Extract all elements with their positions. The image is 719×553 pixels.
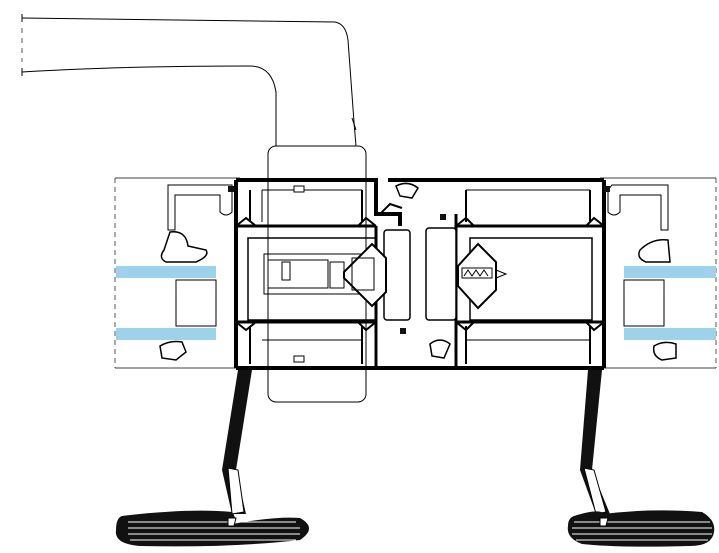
right-floor-pull-handle	[567, 370, 715, 547]
left-spacer-block	[175, 279, 217, 327]
right-glazing-unit	[600, 177, 717, 369]
right-glass-pane-bottom	[624, 328, 716, 340]
door-handle-lever	[21, 14, 357, 147]
center-lock-mechanism	[343, 227, 508, 321]
frame-fasteners	[228, 186, 610, 334]
left-glazing-unit	[114, 177, 240, 369]
right-spacer-block	[623, 279, 665, 327]
left-floor-pull-handle	[115, 370, 309, 547]
right-glass-pane-top	[624, 266, 716, 278]
left-glass-pane-bottom	[116, 328, 216, 340]
left-glass-pane-top	[116, 266, 216, 278]
lock-spring	[461, 267, 493, 279]
